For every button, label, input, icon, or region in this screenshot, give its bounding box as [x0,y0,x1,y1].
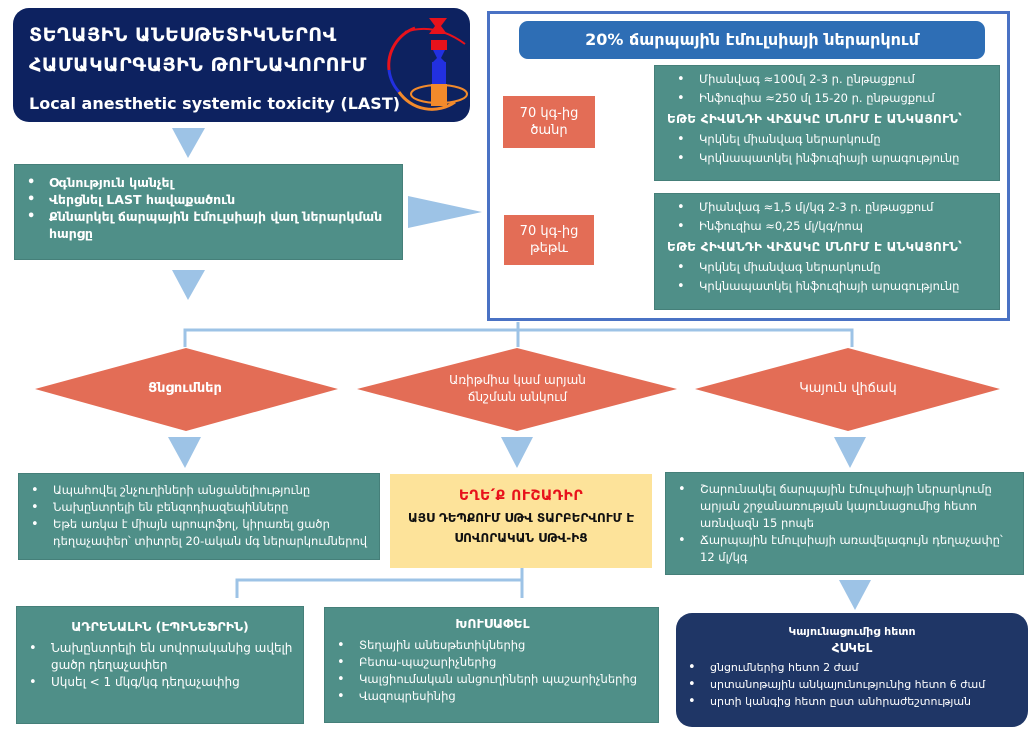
monitor-item: սրտանոթային անկայունությունից հետո 6 ժամ [688,676,1028,693]
decision-label-text: ճնշման անկում [467,390,568,404]
monitor-title-line-1: Կայունացումից հետո [788,625,916,638]
split-connector [235,578,522,598]
arrow-down-icon [172,128,205,158]
avoid-item: Բետա-պաշարիչներից [337,654,650,671]
initial-action-item: Օգնություն կանչել [27,174,392,191]
unstable-action-item: Կրկնել միանվագ ներարկումը [677,130,991,149]
monitor-title-line-2: ՀՍԿԵԼ [831,641,873,655]
seizure-item: Նախընտրելի են բենզոդիազեպինները [31,499,371,516]
decision-diamond-seizures [35,348,338,431]
monitor-item: ցնցումներից հետո 2 ժամ [688,659,1028,676]
decision-label-text: Առիթմիա կամ արյան [449,373,586,387]
arrow-down-icon [834,437,866,468]
adrenaline-box: ԱԴՐԵՆԱԼԻՆ (ԷՊԻՆԵՖՐԻՆ) Նախընտրելի են սովո… [16,606,304,724]
initial-action-item: Քննարկել ճարպային էմուլսիայի վաղ ներարկմ… [27,208,392,242]
unstable-action-item: Կրկնապատկել ինֆուզիայի արագությունը [677,277,991,296]
adrenaline-title: ԱԴՐԵՆԱԼԻՆ (ԷՊԻՆԵՖՐԻՆ) [71,619,249,634]
avoid-item: Կալցիումական անցուղիների պաշարիչներից [337,671,650,688]
warning-line-1: ԱՅՍ ԴԵՊՔՈՒՄ ՍԹՎ ՏԱՐԲԵՐՎՈՒՄ Է [407,511,635,525]
seizure-item: Եթե առկա է միայն պրոպոֆոլ, կիրառել ցածր … [31,516,371,550]
society-logo-icon [387,18,468,111]
weight-label: ծանր [530,123,568,138]
initial-action-item: Վերցնել LAST հավաքածուն [27,191,392,208]
dose-item: Միանվագ ≈100մլ 2-3 ր. ընթացքում [677,70,991,89]
warning-line-2: ՍՈՎՈՐԱԿԱՆ ՍԹՎ-ԻՑ [454,531,588,545]
arrow-down-icon [501,437,533,468]
arrow-down-icon [168,437,201,468]
weight-light-badge: 70 կգ-ից թեթև [504,215,594,265]
initial-actions-box: Օգնություն կանչել Վերցնել LAST հավաքածու… [14,164,403,260]
dose-item: Ինֆուզիա ≈0,25 մլ/կգ/րոպ [677,217,991,236]
weight-label: 70 կգ-ից [519,224,579,239]
stable-item: Շարունակել ճարպային էմուլսիայի ներարկում… [678,481,1013,532]
weight-heavy-badge: 70 կգ-ից ծանր [503,96,595,148]
avoid-title: ԽՈՒՍԱՓԵԼ [455,616,530,631]
arrow-down-icon [839,580,871,610]
avoid-item: Վազոպրեսինից [337,688,650,705]
avoid-item: Տեղային անեսթետիկներից [337,637,650,654]
dose-item: Միանվագ ≈1,5 մլ/կգ 2-3 ր. ընթացքում [677,198,991,217]
stable-item: Ճարպային էմուլսիայի առավելագույն դեղաչափ… [678,532,1013,566]
seizure-item: Ապահովել շնչուղիների անցանելիությունը [31,482,371,499]
unstable-heading: ԵԹԵ ՀԻՎԱՆԴԻ ՎԻՃԱԿԸ ՄՆՈՒՄ Է ԱՆԿԱՅՈՒՆ՝ [667,240,963,254]
decision-label-seizures: Ցնցումներ [95,380,275,397]
weight-label: թեթև [530,241,568,256]
decision-label-text: Ցնցումներ [148,381,222,396]
title-line-1: ՏԵՂԱՅԻՆ ԱՆԵՍԹԵՏԻԿՆԵՐՈՎ [29,24,337,46]
decision-label-stable: Կայուն վիճակ [758,380,938,397]
monitor-item: սրտի կանգից հետո ըստ անհրաժեշտության [688,693,1028,710]
heavy-dose-box: Միանվագ ≈100մլ 2-3 ր. ընթացքում Ինֆուզիա… [654,65,1000,181]
stable-box: Շարունակել ճարպային էմուլսիայի ներարկում… [665,472,1024,575]
decision-label-text: Կայուն վիճակ [799,381,897,396]
title-line-2: ՀԱՄԱԿԱՐԳԱՅԻՆ ԹՈՒՆԱՎՈՐՈՒՄ [29,54,367,76]
subtitle: Local anesthetic systemic toxicity (LAST… [29,94,401,113]
arrow-down-icon [172,270,205,300]
monitor-box: Կայունացումից հետո ՀՍԿԵԼ ցնցումներից հետ… [676,613,1028,727]
decision-diamond-arrhythmia [357,348,677,431]
adrenaline-item: Նախընտրելի են սովորականից ավելի ցածր դեղ… [29,640,293,674]
unstable-action-item: Կրկնապատկել ինֆուզիայի արագությունը [677,149,991,168]
weight-label: 70 կգ-ից [519,106,579,121]
title-banner: ՏԵՂԱՅԻՆ ԱՆԵՍԹԵՏԻԿՆԵՐՈՎ ՀԱՄԱԿԱՐԳԱՅԻՆ ԹՈՒՆ… [13,8,470,122]
light-dose-box: Միանվագ ≈1,5 մլ/կգ 2-3 ր. ընթացքում Ինֆո… [654,193,1000,310]
avoid-box: ԽՈՒՍԱՓԵԼ Տեղային անեսթետիկներից Բետա-պաշ… [324,607,659,723]
decision-diamond-stable [695,348,1000,431]
dose-item: Ինֆուզիա ≈250 մլ 15-20 ր. ընթացքում [677,89,991,108]
seizures-box: Ապահովել շնչուղիների անցանելիությունը Նա… [18,473,380,560]
lipid-emulsion-header: 20% ճարպային էմուլսիայի ներարկում [519,21,985,59]
adrenaline-item: Սկսել < 1 մկգ/կգ դեղաչափից [29,674,293,691]
decision-label-arrhythmia: Առիթմիա կամ արյան ճնշման անկում [420,372,615,406]
unstable-action-item: Կրկնել միանվագ ներարկումը [677,258,991,277]
arrow-right-icon [408,196,482,228]
arrhythmia-warning-box: ԵՂԵ՛Ք ՈՒՇԱԴԻՐ ԱՅՍ ԴԵՊՔՈՒՄ ՍԹՎ ՏԱՐԲԵՐՎՈՒՄ… [390,474,652,568]
warning-title: ԵՂԵ՛Ք ՈՒՇԱԴԻՐ [458,488,584,504]
unstable-heading: ԵԹԵ ՀԻՎԱՆԴԻ ՎԻՃԱԿԸ ՄՆՈՒՄ Է ԱՆԿԱՅՈՒՆ՝ [667,112,963,126]
